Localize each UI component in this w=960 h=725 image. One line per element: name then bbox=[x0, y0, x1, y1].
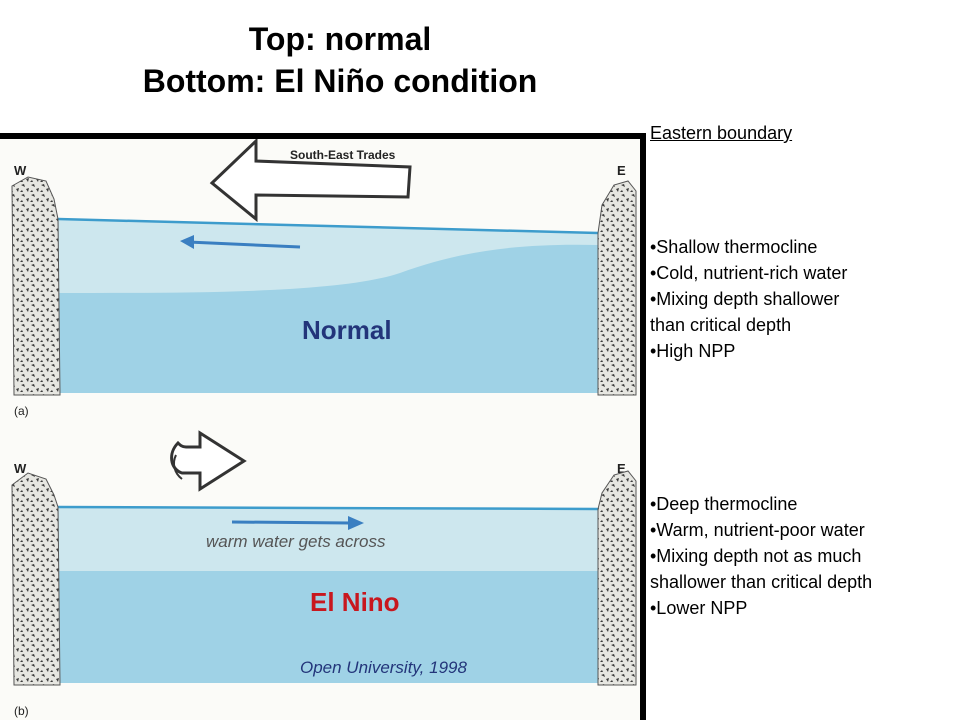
list-item: than critical depth bbox=[650, 315, 792, 335]
list-item: •Lower NPP bbox=[650, 598, 748, 618]
wind-label: South-East Trades bbox=[290, 148, 396, 162]
sea-surface-line-el-nino bbox=[57, 505, 599, 511]
west-label: W bbox=[14, 461, 27, 476]
panel-a-tag: (a) bbox=[14, 404, 29, 418]
source-credit: Open University, 1998 bbox=[300, 658, 467, 677]
diagram-frame: W E South-East Trades Normal (a) bbox=[0, 133, 646, 720]
list-item: •Mixing depth shallower bbox=[650, 289, 840, 309]
list-item: •Warm, nutrient-poor water bbox=[650, 520, 865, 540]
rock-cliff-icon bbox=[11, 176, 61, 396]
el-nino-condition-label: El Nino bbox=[310, 587, 400, 617]
east-label: E bbox=[617, 461, 626, 476]
current-arrow-icon bbox=[180, 235, 301, 249]
frame-right-border bbox=[640, 133, 646, 720]
title-line-1: Top: normal bbox=[248, 21, 432, 57]
list-item: •High NPP bbox=[650, 341, 736, 361]
eastern-boundary-heading: Eastern boundary bbox=[650, 123, 793, 143]
frame-top-border bbox=[0, 133, 646, 139]
ocean-cross-section-diagram: W E South-East Trades Normal (a) bbox=[11, 137, 637, 718]
list-item: •Shallow thermocline bbox=[650, 237, 818, 257]
rock-cliff-icon bbox=[11, 472, 61, 686]
normal-conditions-list: •Shallow thermocline •Cold, nutrient-ric… bbox=[650, 234, 847, 364]
title-line-2: Bottom: El Niño condition bbox=[142, 63, 538, 99]
wind-arrow-icon bbox=[209, 137, 412, 223]
slide-title: Top: normal Bottom: El Niño condition bbox=[0, 18, 680, 102]
panel-normal: W E South-East Trades Normal (a) bbox=[11, 137, 637, 418]
panel-b-tag: (b) bbox=[14, 704, 29, 718]
list-item: •Mixing depth not as much bbox=[650, 546, 862, 566]
rock-cliff-icon bbox=[597, 180, 637, 396]
warm-water-annotation: warm water gets across bbox=[206, 532, 386, 551]
east-label: E bbox=[617, 163, 626, 178]
panel-el-nino: W E warm water gets across El Nino Open … bbox=[11, 430, 637, 718]
surface-layer-el-nino bbox=[58, 507, 598, 571]
list-item: •Deep thermocline bbox=[650, 494, 798, 514]
list-item: shallower than critical depth bbox=[650, 572, 873, 592]
current-arrow-icon bbox=[231, 516, 364, 530]
rock-cliff-icon bbox=[597, 470, 637, 686]
sea-surface-line-normal bbox=[57, 217, 599, 235]
list-item: •Cold, nutrient-rich water bbox=[650, 263, 848, 283]
west-label: W bbox=[14, 163, 27, 178]
normal-condition-label: Normal bbox=[302, 315, 392, 345]
curved-arrow-icon bbox=[170, 430, 247, 492]
el-nino-conditions-list: •Deep thermocline •Warm, nutrient-poor w… bbox=[650, 491, 872, 621]
